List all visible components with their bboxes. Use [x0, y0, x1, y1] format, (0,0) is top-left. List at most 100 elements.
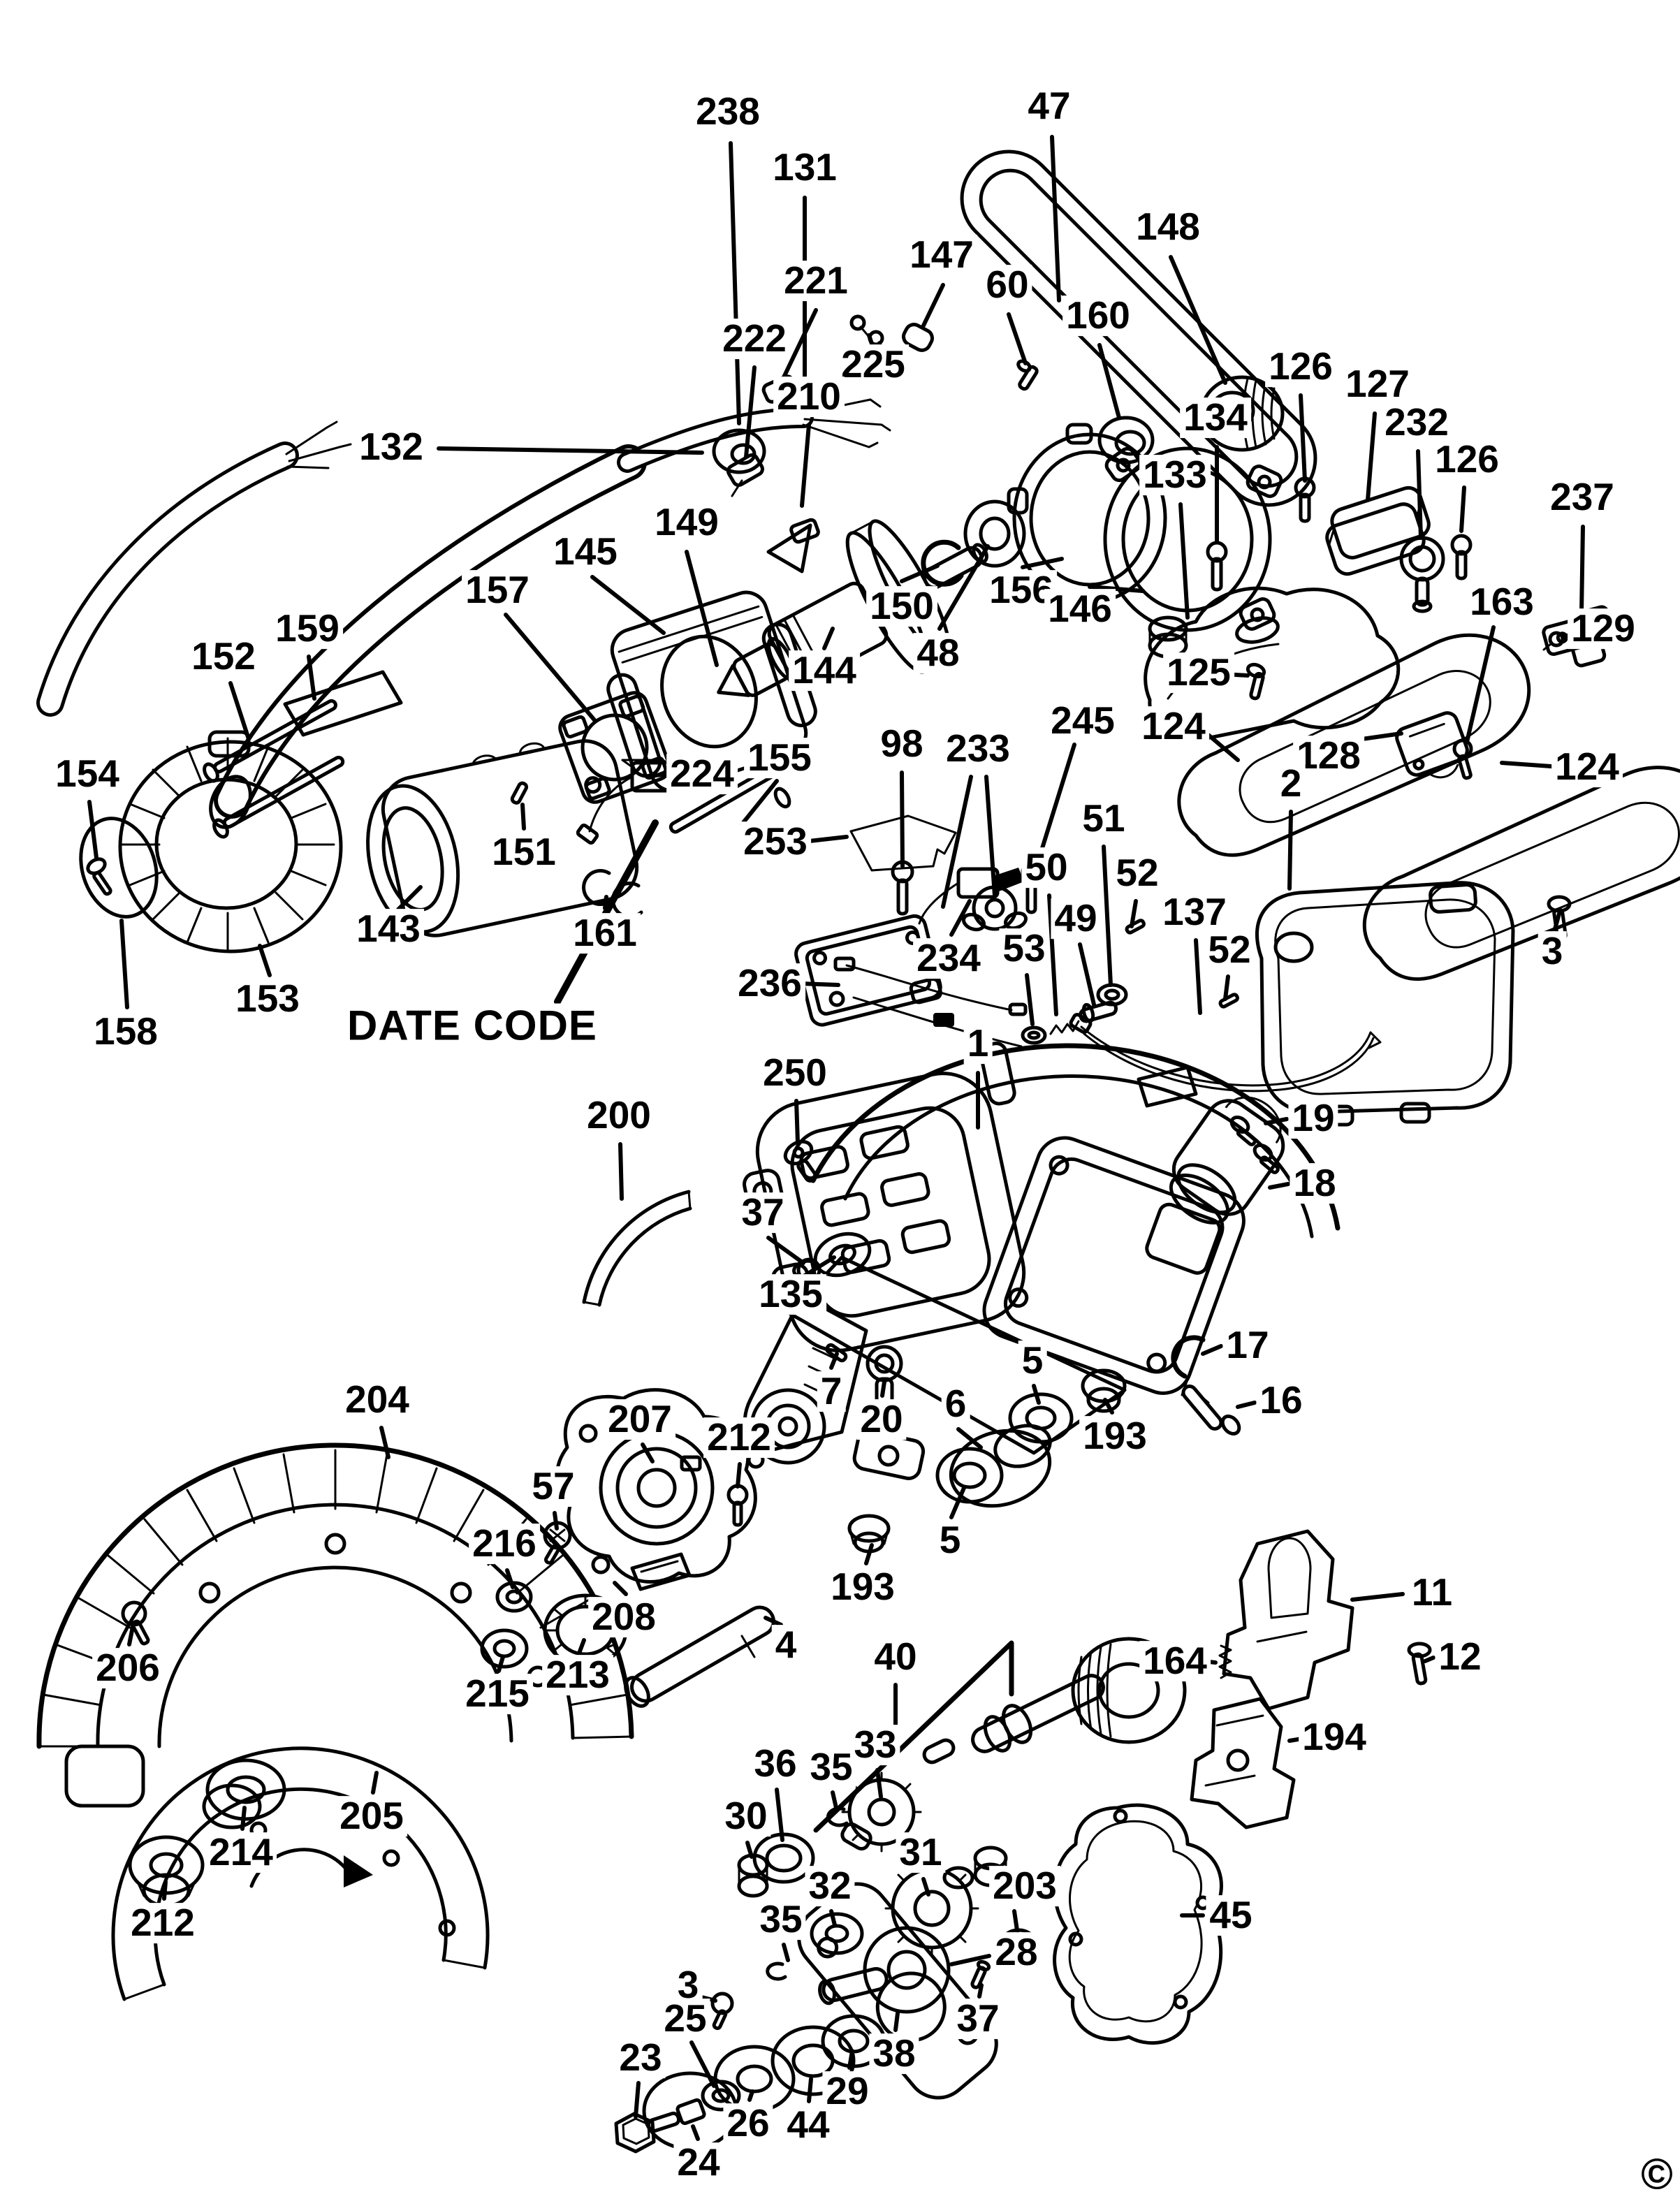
label-plate-159 [283, 670, 403, 737]
callout-237: 237 [1547, 476, 1618, 518]
callout-212-a: 212 [703, 1417, 775, 1458]
callout-210: 210 [773, 376, 845, 417]
cable-137 [1069, 1013, 1382, 1093]
callout-129: 129 [1568, 608, 1639, 649]
callout-206-leader [127, 1621, 136, 1646]
callout-155-leader [740, 779, 779, 826]
callout-6: 6 [941, 1383, 970, 1424]
callout-3-a-leader [1553, 912, 1561, 931]
callout-155: 155 [744, 737, 815, 778]
callout-47-leader [1050, 135, 1061, 302]
callout-16-leader [1236, 1401, 1257, 1409]
callout-208-leader [613, 1581, 628, 1596]
callout-33-leader [875, 1768, 883, 1799]
callout-38: 38 [869, 2033, 919, 2074]
callout-57: 57 [528, 1466, 578, 1507]
callout-216: 216 [469, 1523, 540, 1564]
callout-148-leader [1169, 255, 1227, 385]
callout-215-leader [497, 1655, 505, 1673]
callout-30-leader [745, 1841, 754, 1859]
callout-126-a-leader [1299, 393, 1307, 483]
callout-146-leader [1088, 585, 1145, 593]
callout-5-a: 5 [1018, 1340, 1047, 1381]
callout-205-leader [371, 1771, 379, 1795]
callout-236-leader [798, 981, 840, 987]
callout-159-leader [307, 655, 316, 701]
callout-205: 205 [336, 1795, 407, 1836]
callout-149-leader [685, 550, 719, 667]
callout-38-leader [893, 2011, 900, 2032]
handle-block-127 [1325, 485, 1431, 576]
callout-216-leader [505, 1568, 515, 1589]
callout-50-leader [1047, 893, 1058, 1016]
callout-32: 32 [805, 1865, 855, 1906]
callout-7-leader [829, 1352, 839, 1370]
callout-214-leader [240, 1806, 247, 1831]
callout-17: 17 [1222, 1324, 1273, 1366]
callout-51-leader [1102, 845, 1113, 987]
callout-24: 24 [673, 2142, 724, 2183]
callout-233-leader [941, 775, 973, 909]
callout-222-leader [744, 365, 757, 459]
pin-151 [510, 781, 529, 805]
brush-holder-157 [558, 691, 671, 804]
callout-152: 152 [188, 636, 259, 677]
callout-232-leader [1416, 449, 1423, 540]
callout-49-leader [1078, 942, 1096, 1007]
callout-137: 137 [1159, 891, 1230, 933]
callout-60-leader [1007, 312, 1028, 365]
callout-213: 213 [542, 1654, 613, 1695]
pin-37-b [970, 1959, 991, 1989]
callout-157-leader [504, 613, 597, 723]
callout-153: 153 [232, 978, 303, 1019]
callout-163: 163 [1466, 581, 1537, 622]
callout-144-leader [822, 627, 835, 650]
callout-233: 233 [942, 728, 1014, 769]
callout-33: 33 [850, 1724, 900, 1765]
callout-30: 30 [721, 1795, 771, 1836]
callout-245: 245 [1047, 700, 1118, 741]
wrench-200 [582, 1190, 692, 1307]
callout-20: 20 [856, 1398, 907, 1440]
callout-11-leader [1350, 1592, 1405, 1602]
callout-212-a-leader [736, 1462, 742, 1489]
callout-53: 53 [999, 928, 1049, 969]
callout-193-a: 193 [1079, 1415, 1151, 1456]
callout-148: 148 [1132, 206, 1204, 247]
callout-145-leader [590, 575, 666, 635]
callout-164: 164 [1139, 1640, 1211, 1681]
callout-212-b-leader [162, 1880, 168, 1901]
callout-210-leader [800, 423, 811, 508]
callout-5-b-leader [949, 1486, 966, 1519]
callout-40: 40 [870, 1636, 921, 1677]
callout-133: 133 [1139, 454, 1211, 495]
callout-200: 200 [583, 1095, 655, 1136]
pin-16 [1181, 1385, 1241, 1436]
callout-158: 158 [90, 1011, 161, 1052]
callout-12-leader [1423, 1656, 1436, 1663]
callout-29-leader [847, 2049, 854, 2070]
callout-156-leader [1021, 557, 1064, 569]
callout-18: 18 [1290, 1162, 1340, 1204]
callout-154: 154 [52, 753, 123, 794]
callout-207-leader [641, 1442, 655, 1463]
callout-32-leader [829, 1909, 837, 1927]
callout-161: 161 [569, 912, 641, 954]
callout-158-leader [119, 919, 129, 1009]
callout-213-leader [578, 1638, 586, 1653]
screw-129 [1542, 631, 1565, 651]
callout-date-code-leader [554, 819, 659, 1005]
callout-1: 1 [963, 1023, 993, 1064]
callout-127: 127 [1342, 363, 1413, 404]
callout-159: 159 [272, 608, 343, 649]
callout-145: 145 [550, 531, 621, 572]
callout-131: 131 [769, 147, 840, 188]
callout-208: 208 [588, 1596, 659, 1637]
callout-47: 47 [1024, 85, 1074, 126]
pivot-hardware [825, 1343, 1127, 1508]
callout-126-a: 126 [1265, 346, 1336, 387]
screws-19 [1229, 1116, 1280, 1174]
callout-151: 151 [488, 831, 560, 872]
callout-160-leader [1097, 343, 1121, 420]
screw-126-b [1450, 534, 1473, 580]
